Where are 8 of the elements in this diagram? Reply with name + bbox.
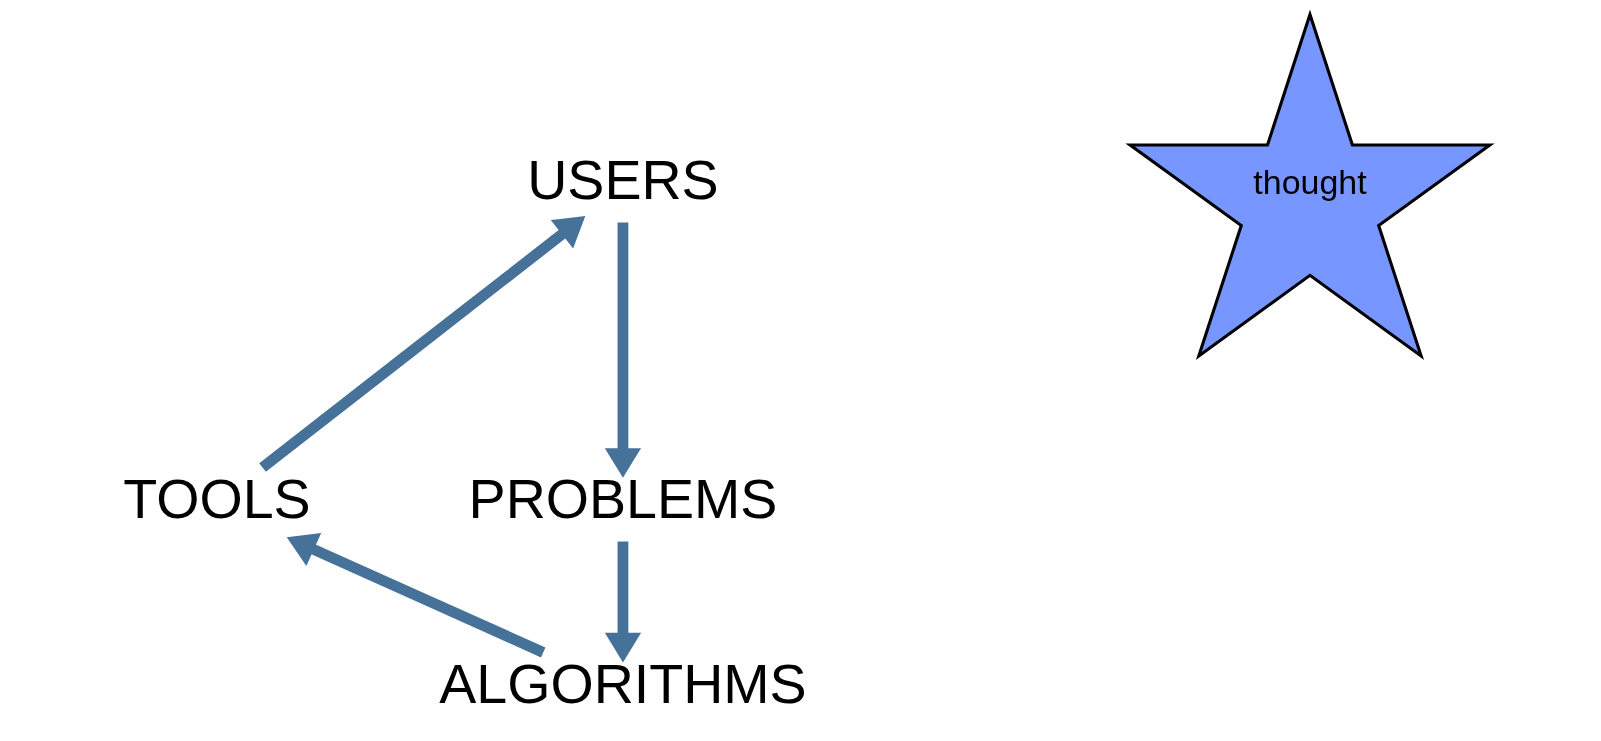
arrow [604, 541, 642, 663]
node-text: USERS [527, 148, 719, 211]
node-text: ALGORITHMS [439, 653, 807, 716]
arrow [604, 222, 642, 478]
arrow [286, 532, 546, 658]
node-text: PROBLEMS [468, 468, 778, 531]
node-text: TOOLS [123, 468, 311, 531]
arrow [259, 216, 586, 472]
